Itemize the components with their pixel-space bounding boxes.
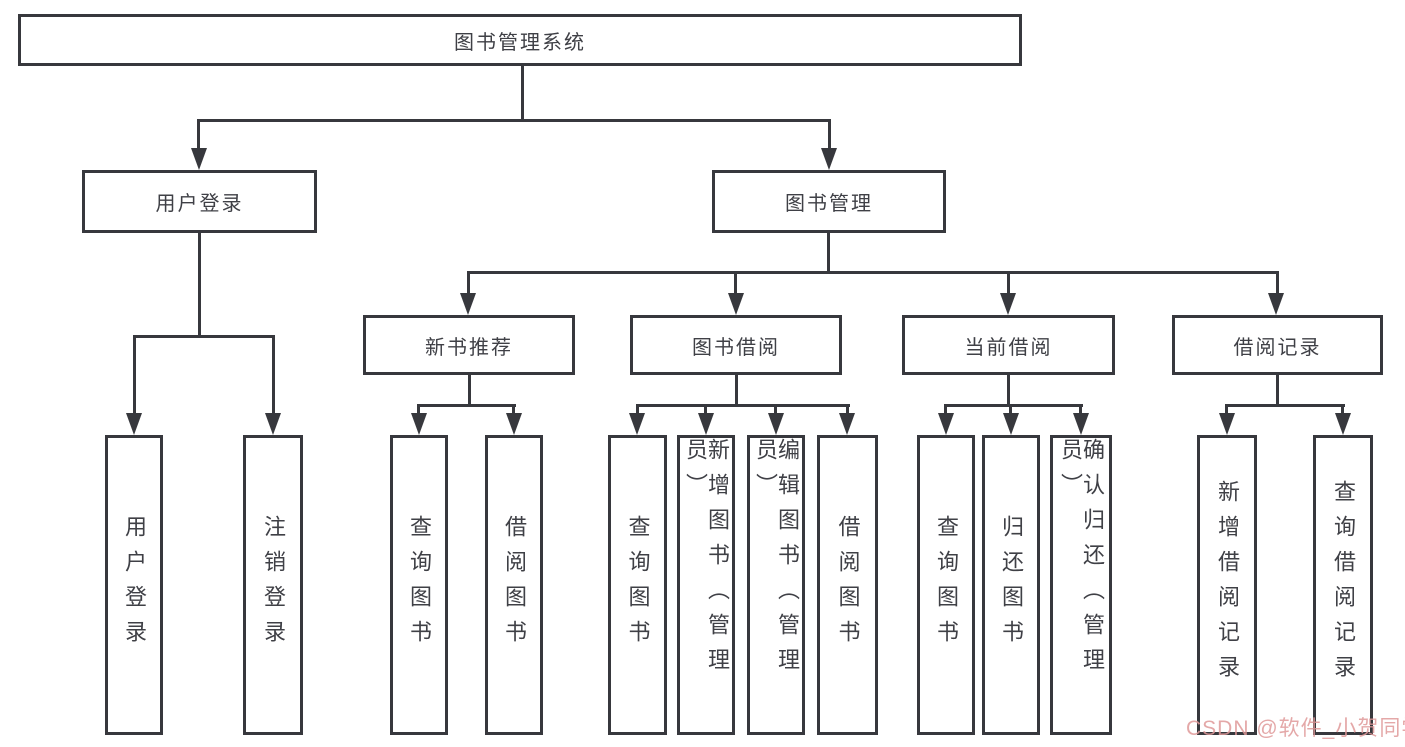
node-user-login: 用户登录	[82, 170, 317, 233]
node-root: 图书管理系统	[18, 14, 1022, 66]
leaf-currentborrow-confirm: 确认归还（管理员）	[1050, 435, 1112, 735]
connector-newbooks-vertical	[468, 375, 471, 407]
connector-bookmgmt-vertical	[827, 233, 830, 274]
connector-borrowrecords-horizontal	[1225, 404, 1345, 407]
arrowhead-down-icon	[839, 413, 855, 435]
connector-stub	[512, 404, 515, 417]
node-book-mgmt: 图书管理	[712, 170, 946, 233]
arrowhead-down-icon	[768, 413, 784, 435]
connector-bookborrow-vertical	[735, 375, 738, 407]
leaf-newbooks-borrow-label: 借阅图书	[502, 515, 527, 655]
connector-root-horizontal	[197, 119, 831, 122]
connector-stub	[1225, 404, 1228, 417]
connector-stub	[1276, 271, 1279, 295]
arrowhead-down-icon	[265, 413, 281, 435]
connector-stub	[1079, 404, 1082, 417]
arrowhead-down-icon	[698, 413, 714, 435]
arrowhead-down-icon	[506, 413, 522, 435]
leaf-bookborrow-query-label: 查询图书	[625, 515, 651, 655]
arrowhead-down-icon	[728, 293, 744, 315]
leaf-currentborrow-confirm-label: 确认归还（管理员）	[1058, 438, 1105, 683]
connector-bookmgmt-horizontal	[467, 271, 1279, 274]
connector-stub	[467, 271, 470, 295]
node-borrow-records-label: 借阅记录	[1233, 336, 1322, 359]
connector-stub-book-mgmt	[828, 119, 831, 152]
connector-root-vertical	[521, 66, 524, 122]
arrowhead-down-icon	[1219, 413, 1235, 435]
leaf-newbooks-query-label: 查询图书	[407, 515, 432, 655]
leaf-records-query-label: 查询借阅记录	[1331, 480, 1356, 690]
connector-stub	[133, 335, 136, 416]
leaf-currentborrow-return: 归还图书	[982, 435, 1040, 735]
connector-stub	[1007, 271, 1010, 295]
arrowhead-down-icon	[460, 293, 476, 315]
arrowhead-down-icon	[1003, 413, 1019, 435]
leaf-bookborrow-query: 查询图书	[608, 435, 667, 735]
arrowhead-down-icon	[1000, 293, 1016, 315]
arrowhead-down-icon	[126, 413, 142, 435]
connector-stub-user-login	[197, 119, 200, 152]
connector-stub	[417, 404, 420, 417]
leaf-newbooks-query: 查询图书	[390, 435, 448, 735]
node-new-books: 新书推荐	[363, 315, 575, 375]
connector-bookborrow-horizontal	[636, 404, 850, 407]
arrowhead-down-icon	[938, 413, 954, 435]
arrowhead-down-icon	[191, 148, 207, 170]
connector-stub	[734, 271, 737, 295]
arrowhead-down-icon	[411, 413, 427, 435]
connector-userlogin-horizontal	[133, 335, 275, 338]
watermark: CSDN @软件_小贺同学	[1186, 717, 1405, 740]
connector-stub	[1009, 404, 1012, 417]
node-book-mgmt-label: 图书管理	[785, 193, 873, 215]
connector-borrowrecords-vertical	[1276, 375, 1279, 407]
connector-stub	[944, 404, 947, 417]
leaf-bookborrow-borrow-label: 借阅图书	[835, 515, 861, 655]
connector-stub	[636, 404, 639, 417]
arrowhead-down-icon	[1335, 413, 1351, 435]
leaf-currentborrow-query-label: 查询图书	[934, 515, 959, 655]
leaf-logout: 注销登录	[243, 435, 303, 735]
connector-stub	[704, 404, 707, 417]
node-root-label: 图书管理系统	[454, 31, 586, 54]
node-current-borrow-label: 当前借阅	[964, 336, 1053, 359]
connector-currentborrow-vertical	[1007, 375, 1010, 407]
node-book-borrow-label: 图书借阅	[692, 336, 780, 359]
leaf-records-add: 新增借阅记录	[1197, 435, 1257, 735]
leaf-bookborrow-edit: 编辑图书（管理员）	[747, 435, 805, 735]
connector-currentborrow-horizontal	[944, 404, 1083, 407]
leaf-user-login: 用户登录	[105, 435, 163, 735]
node-new-books-label: 新书推荐	[425, 336, 513, 359]
connector-stub	[774, 404, 777, 417]
arrowhead-down-icon	[1073, 413, 1089, 435]
arrowhead-down-icon	[1268, 293, 1284, 315]
node-current-borrow: 当前借阅	[902, 315, 1115, 375]
arrowhead-down-icon	[821, 148, 837, 170]
leaf-currentborrow-query: 查询图书	[917, 435, 975, 735]
leaf-bookborrow-borrow: 借阅图书	[817, 435, 878, 735]
leaf-bookborrow-add: 新增图书（管理员）	[677, 435, 735, 735]
leaf-currentborrow-return-label: 归还图书	[999, 515, 1024, 655]
node-borrow-records: 借阅记录	[1172, 315, 1383, 375]
connector-userlogin-vertical	[198, 233, 201, 336]
leaf-user-login-label: 用户登录	[122, 515, 147, 655]
node-book-borrow: 图书借阅	[630, 315, 842, 375]
connector-newbooks-horizontal	[417, 404, 516, 407]
leaf-newbooks-borrow: 借阅图书	[485, 435, 543, 735]
leaf-bookborrow-edit-label: 编辑图书（管理员）	[753, 438, 800, 683]
connector-stub	[272, 335, 275, 416]
node-user-login-label: 用户登录	[155, 193, 244, 215]
leaf-logout-label: 注销登录	[261, 515, 286, 655]
leaf-bookborrow-add-label: 新增图书（管理员）	[683, 438, 730, 683]
connector-stub	[1341, 404, 1344, 417]
connector-stub	[846, 404, 849, 417]
arrowhead-down-icon	[629, 413, 645, 435]
leaf-records-add-label: 新增借阅记录	[1215, 480, 1240, 690]
leaf-records-query: 查询借阅记录	[1313, 435, 1373, 735]
